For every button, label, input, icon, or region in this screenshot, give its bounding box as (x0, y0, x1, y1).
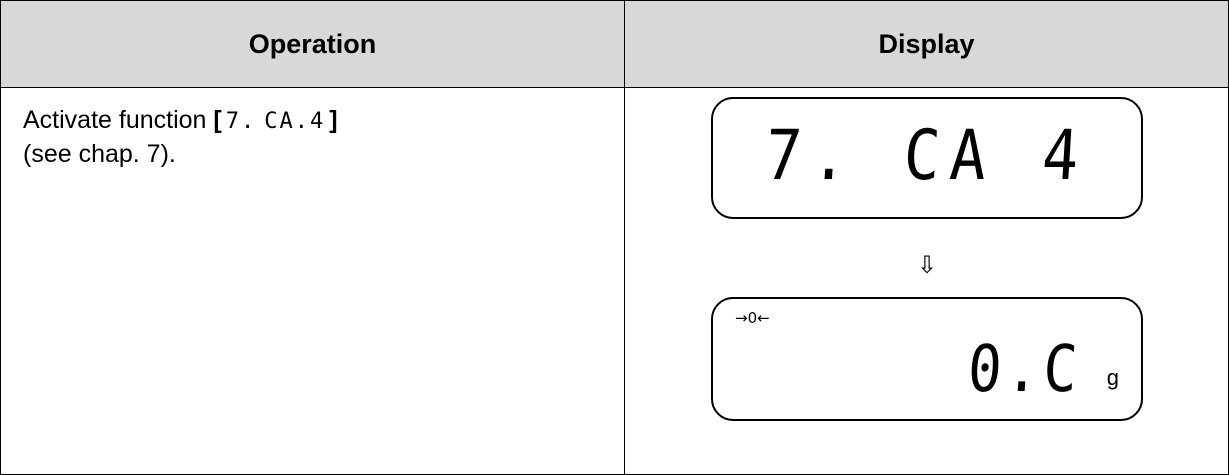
down-arrow-icon: ⇩ (916, 251, 938, 279)
lcd-result-value: 0.C (965, 332, 1084, 407)
bracket-close: ] (329, 106, 338, 134)
operation-prefix: Activate function (23, 106, 207, 134)
column-divider (624, 1, 625, 474)
table-header-row (1, 1, 1228, 88)
bracket-open: [ (213, 106, 222, 134)
lcd-display-result: →0← 0.C g (711, 297, 1143, 421)
header-operation: Operation (248, 29, 377, 59)
header-display: Display (878, 29, 975, 59)
lcd-display-function: 7. CA 4 (711, 97, 1143, 219)
function-code-a: 7. (225, 109, 257, 134)
function-code-b: CA.4 (264, 109, 326, 134)
operation-line-1: Activate function [7. CA.4] (23, 104, 338, 138)
operation-cell: Activate function [7. CA.4] (see chap. 7)… (23, 104, 338, 171)
lcd-unit: g (1106, 365, 1119, 390)
lcd-function-text: 7. CA 4 (763, 115, 1091, 197)
zero-indicator-icon: →0← (735, 309, 770, 327)
operation-line-2: (see chap. 7). (23, 140, 176, 168)
